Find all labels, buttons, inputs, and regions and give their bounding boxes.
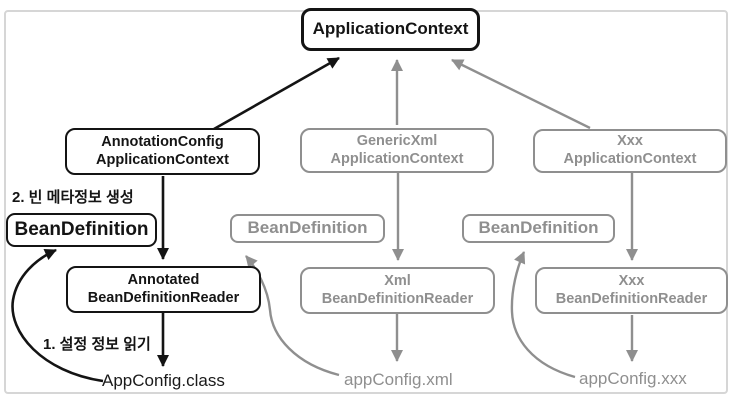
annotation-step2: 2. 빈 메타정보 생성 (12, 189, 134, 206)
node-xxx-bean-definition-reader: Xxx BeanDefinitionReader (535, 267, 728, 314)
node-xxx-application-context: Xxx ApplicationContext (533, 129, 727, 173)
artifact-appconfig-xml: appConfig.xml (344, 370, 453, 389)
node-label: BeanDefinition (14, 219, 149, 241)
node-annotated-bean-definition-reader: Annotated BeanDefinitionReader (66, 266, 261, 313)
node-xml-bean-definition-reader: Xml BeanDefinitionReader (300, 267, 495, 314)
node-label-line1: Xml (384, 272, 411, 289)
node-bean-definition-xxx: BeanDefinition (462, 214, 615, 243)
node-annotation-config-application-context: AnnotationConfig ApplicationContext (65, 128, 260, 175)
node-application-context: ApplicationContext (301, 8, 480, 51)
node-label-line1: Xxx (617, 133, 643, 150)
node-label-line2: ApplicationContext (96, 151, 229, 168)
artifact-appconfig-class: AppConfig.class (102, 371, 225, 390)
node-generic-xml-application-context: GenericXml ApplicationContext (300, 128, 494, 173)
node-label-line2: BeanDefinitionReader (321, 290, 474, 307)
arrow-xxxcontext-to-applicationcontext (451, 58, 591, 130)
node-label-line1: AnnotationConfig (101, 133, 224, 150)
node-label-line1: Annotated (127, 271, 200, 288)
annotation-step1: 1. 설정 정보 읽기 (43, 336, 151, 353)
node-label-line2: BeanDefinitionReader (87, 289, 240, 306)
node-label: ApplicationContext (312, 19, 469, 39)
node-label: BeanDefinition (247, 218, 368, 238)
arrow-annotationconfig-to-applicationcontext (213, 56, 340, 131)
node-label-line1: Xxx (618, 272, 645, 289)
node-label-line1: GenericXml (356, 132, 438, 149)
node-label-line2: BeanDefinitionReader (555, 290, 708, 307)
node-bean-definition-xml: BeanDefinition (230, 214, 385, 243)
artifact-appconfig-xxx: appConfig.xxx (579, 369, 687, 388)
arrow-appconfigxxx-to-beandefinition (510, 251, 576, 379)
node-label-line2: ApplicationContext (563, 151, 697, 167)
arrow-appconfigclass-to-beandefinition (11, 248, 104, 383)
node-label-line2: ApplicationContext (330, 150, 464, 167)
node-label: BeanDefinition (478, 218, 599, 238)
node-bean-definition-active: BeanDefinition (6, 213, 157, 247)
